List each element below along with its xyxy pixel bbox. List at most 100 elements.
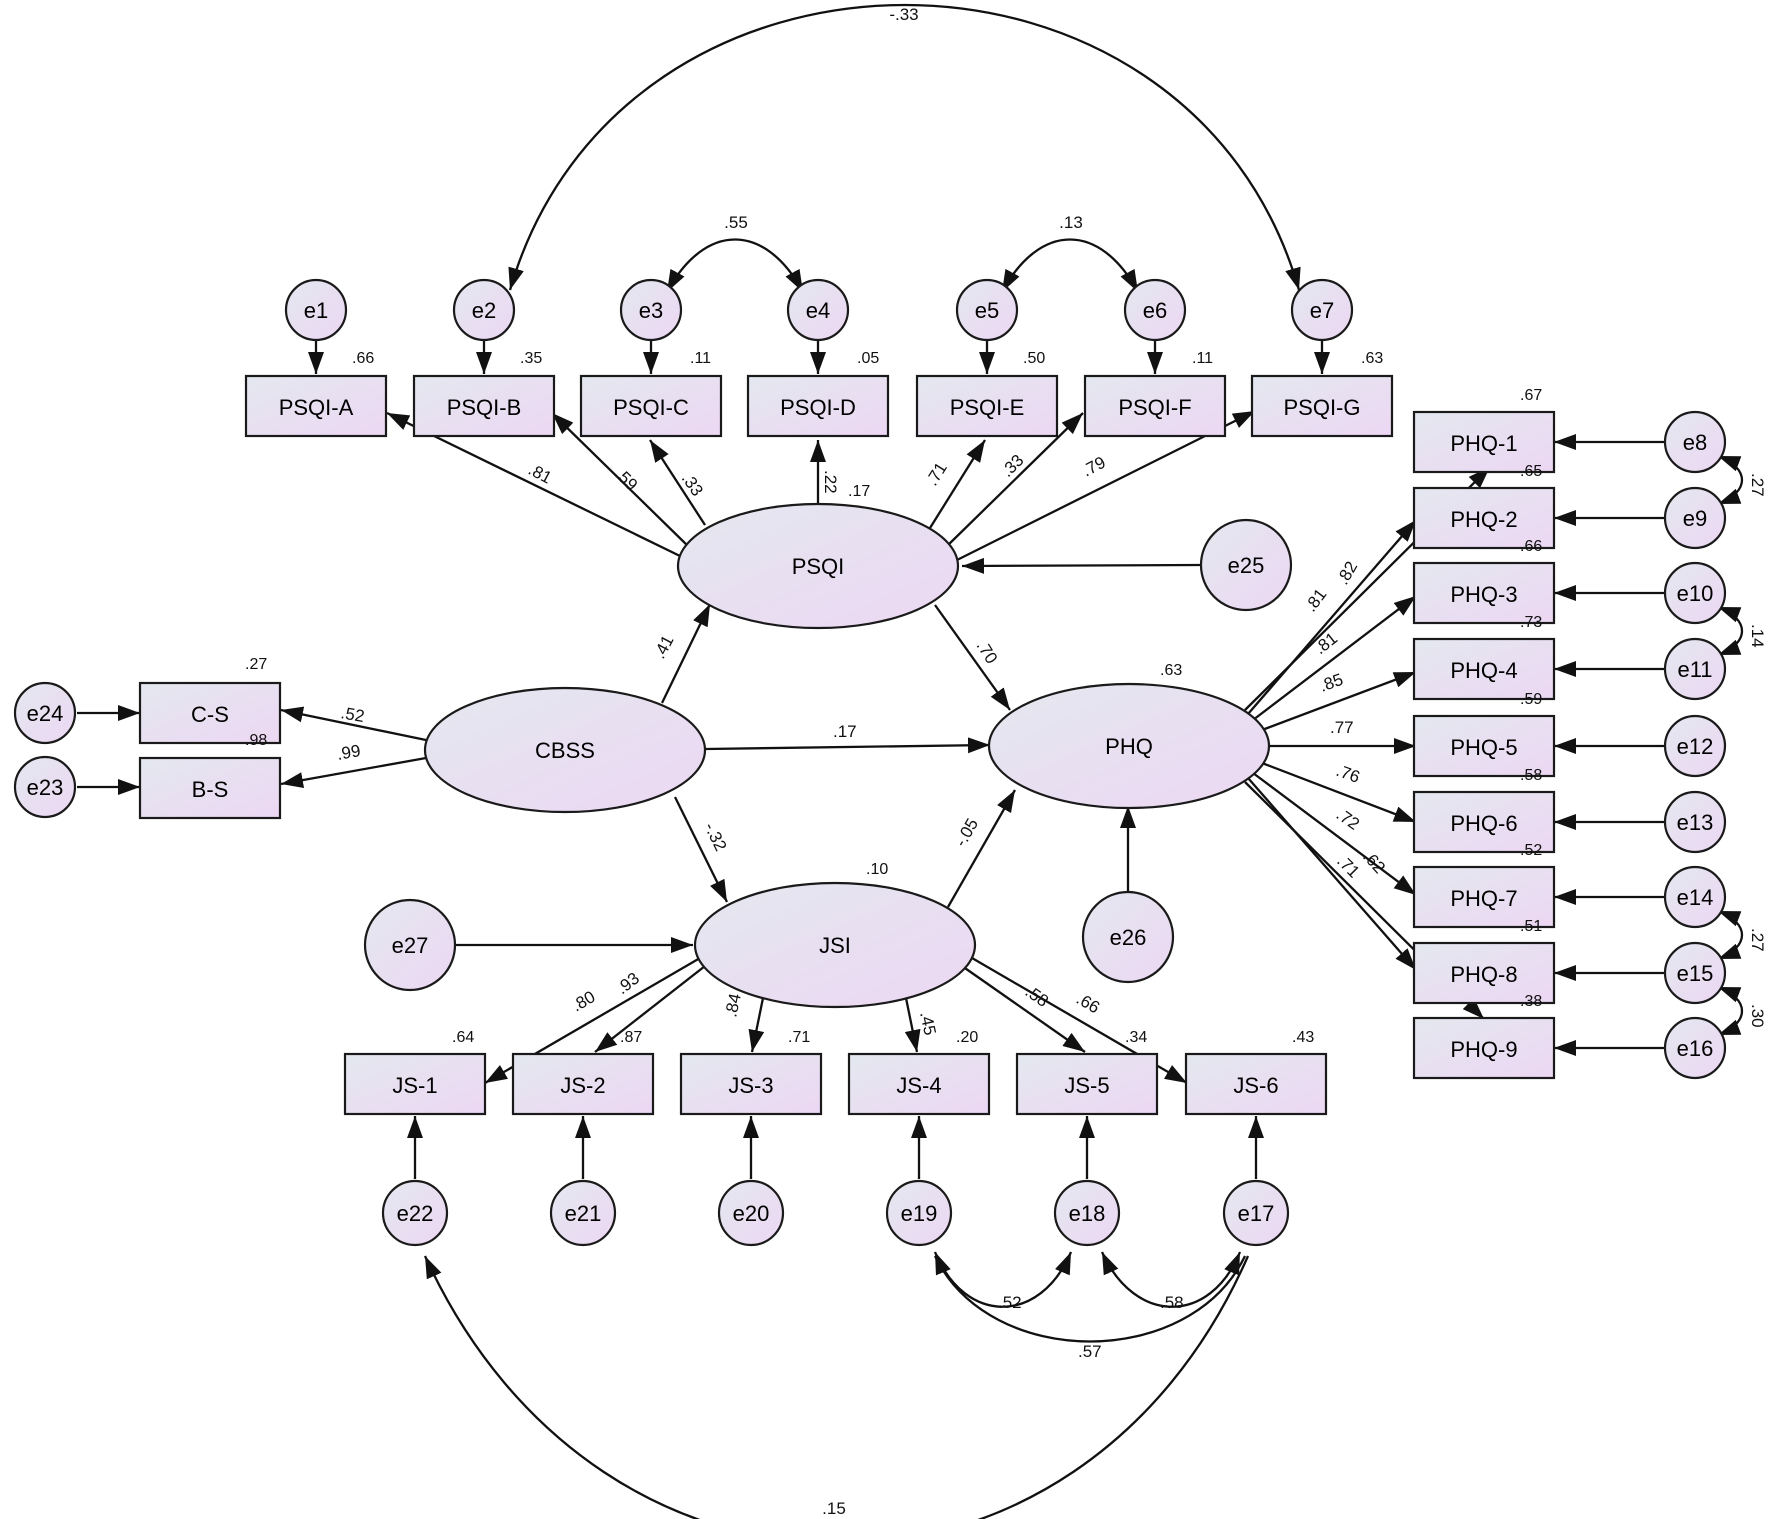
label-e19: e19: [901, 1201, 938, 1226]
cov-label-e10-e11: .14: [1748, 624, 1767, 648]
circle-e26: [1081, 890, 1175, 984]
circle-e9: [1663, 486, 1727, 550]
circle-e17: [1222, 1179, 1290, 1247]
label-e4: e4: [806, 298, 830, 323]
r2-phq: .63: [1160, 662, 1182, 679]
box-cs: [138, 681, 282, 745]
label-e3: e3: [639, 298, 663, 323]
r2-psqi-f: .11: [1192, 350, 1213, 367]
label-e22: e22: [397, 1201, 434, 1226]
label-e26: e26: [1110, 925, 1147, 950]
label-phq-9: PHQ-9: [1450, 1037, 1517, 1062]
circle-e24: [13, 681, 77, 745]
r2-phq-7: .52: [1520, 842, 1542, 859]
cov-e18-e17: [1100, 1251, 1242, 1308]
loading-psqi-c: .33: [678, 469, 707, 499]
cov-e22-e17: [423, 1255, 1250, 1519]
label-e13: e13: [1677, 810, 1714, 835]
box-phq-4: [1412, 637, 1556, 701]
path-psqi-psqi-f: [944, 412, 1084, 549]
loading-js-6: .66: [1073, 989, 1103, 1017]
label-latent-psqi: PSQI: [792, 554, 845, 579]
box-phq-7: [1412, 865, 1556, 929]
cov-label-e8-e9: .27: [1748, 473, 1767, 497]
box-js-3: [679, 1052, 823, 1116]
r2-phq-6: .58: [1520, 767, 1542, 784]
path-jsi-js3: [748, 997, 765, 1053]
path-phq-phq2: [1247, 519, 1417, 715]
latent-cbss: [423, 686, 707, 814]
label-e18: e18: [1069, 1201, 1106, 1226]
cov-e19-e17: [933, 1255, 1247, 1343]
box-psqi-b: [412, 374, 556, 438]
box-phq-2: [1412, 486, 1556, 550]
circle-e19: [885, 1179, 953, 1247]
loading-cs: .52: [339, 703, 366, 726]
label-e9: e9: [1683, 506, 1707, 531]
label-js-2: JS-2: [560, 1073, 605, 1098]
circle-e5: [955, 278, 1019, 342]
circle-e12: [1663, 714, 1727, 778]
path-label-cbss-psqi: .41: [650, 632, 678, 662]
label-cs: C-S: [191, 702, 229, 727]
label-phq-4: PHQ-4: [1450, 658, 1517, 683]
label-e24: e24: [27, 701, 64, 726]
box-js-6: [1184, 1052, 1328, 1116]
label-latent-phq: PHQ: [1105, 734, 1153, 759]
phq-errors: e8 e9 e10 e11 e12 e13 e14 e15 e16: [1663, 410, 1727, 1080]
path-cbss-psqi: [660, 603, 712, 704]
label-e14: e14: [1677, 885, 1714, 910]
label-js-5: JS-5: [1064, 1073, 1109, 1098]
r2-psqi: .17: [848, 483, 870, 500]
cov-label-e15-e16: .30: [1748, 1004, 1767, 1028]
circle-e16: [1663, 1016, 1727, 1080]
box-phq-5: [1412, 714, 1556, 778]
box-psqi-e: [915, 374, 1059, 438]
cov-label-e3-e4: .55: [724, 213, 748, 232]
path-label-cbss-phq: .17: [833, 722, 857, 741]
path-jsi-js5: [961, 965, 1086, 1053]
cov-e5-e6: [1000, 238, 1140, 293]
r2-phq-1: .67: [1520, 387, 1542, 404]
psqi-errors: e1 e2 e3 e4 e5 e6 e7: [284, 278, 1354, 342]
circle-e15: [1663, 941, 1727, 1005]
cov-label-e19-e17: .57: [1078, 1342, 1102, 1361]
path-phq-phq4: [1261, 670, 1417, 732]
label-phq-6: PHQ-6: [1450, 811, 1517, 836]
path-jsi-js4: [904, 997, 921, 1053]
label-psqi-c: PSQI-C: [613, 395, 689, 420]
circle-e21: [549, 1179, 617, 1247]
path-e25-psqi: [961, 557, 1201, 574]
r2-psqi-a: .66: [352, 350, 374, 367]
path-phq-phq6: [1261, 761, 1417, 824]
label-js-4: JS-4: [896, 1073, 941, 1098]
cov-label-e22-e17: .15: [822, 1499, 846, 1518]
cov-e15-e16: [1717, 985, 1744, 1037]
cov-e3-e4: [665, 238, 805, 293]
cov-label-e5-e6: .13: [1059, 213, 1083, 232]
loading-js-4: .45: [916, 1010, 940, 1037]
circle-e20: [717, 1179, 785, 1247]
label-phq-7: PHQ-7: [1450, 886, 1517, 911]
label-psqi-d: PSQI-D: [780, 395, 856, 420]
label-phq-5: PHQ-5: [1450, 735, 1517, 760]
loading-phq-7: .72: [1333, 805, 1363, 834]
label-js-6: JS-6: [1233, 1073, 1278, 1098]
loading-js-5: .58: [1022, 982, 1052, 1011]
label-e16: e16: [1677, 1036, 1714, 1061]
loading-psqi-b: .59: [611, 464, 641, 494]
label-psqi-e: PSQI-E: [950, 395, 1025, 420]
r2-psqi-g: .63: [1361, 350, 1383, 367]
r2-psqi-b: .35: [520, 350, 542, 367]
loading-phq-4: .85: [1317, 670, 1346, 696]
cov-e10-e11: [1717, 605, 1744, 657]
label-latent-jsi: JSI: [819, 933, 851, 958]
box-psqi-c: [579, 374, 723, 438]
label-psqi-g: PSQI-G: [1283, 395, 1360, 420]
label-e23: e23: [27, 775, 64, 800]
label-e8: e8: [1683, 430, 1707, 455]
r2-cs: .27: [245, 656, 267, 673]
label-e25: e25: [1228, 553, 1265, 578]
path-psqi-psqi-b: [551, 412, 691, 549]
latent-jsi: [693, 881, 977, 1009]
